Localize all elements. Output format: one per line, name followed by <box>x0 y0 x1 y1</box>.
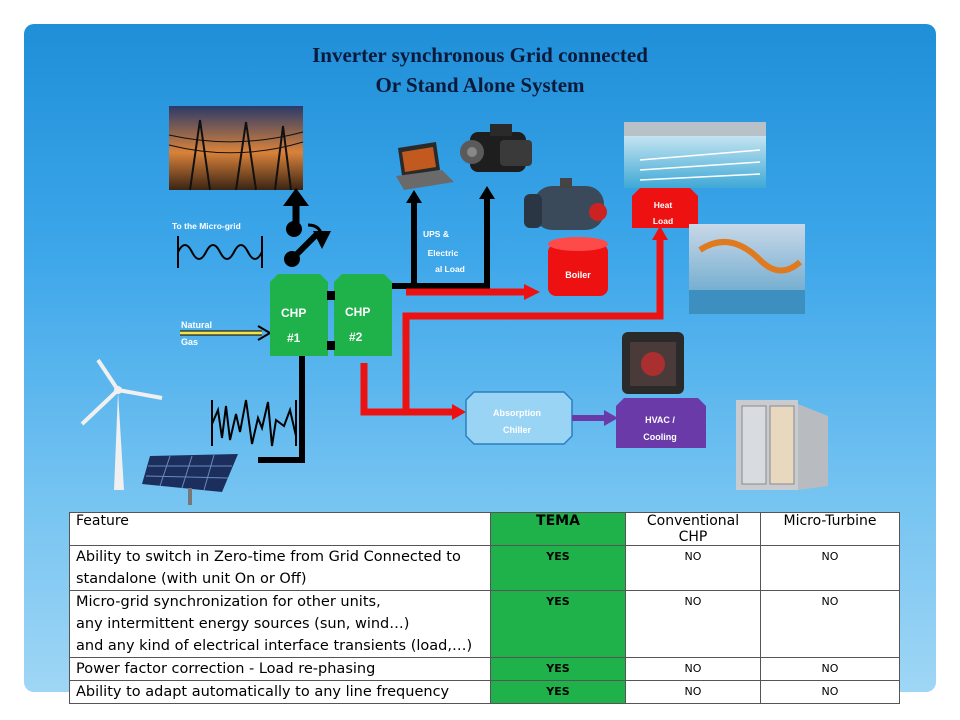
grid-switch-icon <box>283 188 331 267</box>
tema-value: YES <box>490 680 626 704</box>
header-micro-turbine: Micro-Turbine <box>760 512 900 546</box>
sine-wave-icon <box>177 236 263 268</box>
refrigerator-photo <box>736 400 828 490</box>
boiler-arrow-head <box>524 284 540 300</box>
heat-load-arrow-head <box>652 226 668 240</box>
feature-line: Ability to switch in Zero-time from Grid… <box>76 549 461 565</box>
header-tema: TEMA <box>490 512 626 546</box>
turbine-value: NO <box>760 680 900 704</box>
tema-value: YES <box>490 545 626 591</box>
table-row: Power factor correction - Load re-phasin… <box>69 657 900 681</box>
feature-line: standalone (with unit On or Off) <box>76 571 307 587</box>
heat-line <box>360 238 664 416</box>
feature-cell: Micro-grid synchronization for other uni… <box>69 590 491 658</box>
table-header-row: Feature TEMA Conventional CHP Micro-Turb… <box>69 512 900 546</box>
ups-arrow-head-1 <box>406 190 422 203</box>
intermittent-waveform-icon <box>211 399 297 447</box>
cooling-arrow-head <box>604 410 618 426</box>
feature-line: any intermittent energy sources (sun, wi… <box>76 616 410 632</box>
micro-grid-label: To the Micro-grid <box>172 221 241 231</box>
heat-load-box <box>632 188 698 228</box>
wind-turbine-icon <box>80 358 163 490</box>
chp-value: NO <box>625 657 761 681</box>
feature-cell: Ability to adapt automatically to any li… <box>69 680 491 704</box>
hvac-label-2: Cooling <box>643 432 677 442</box>
boiler-label: Boiler <box>565 270 591 280</box>
ups-label-3: al Load <box>435 264 465 274</box>
absorption-label-1: Absorption <box>493 408 541 418</box>
indoor-pool-photo <box>624 122 766 188</box>
chp-2-label-2: #2 <box>349 330 363 344</box>
chp-2-label-1: CHP <box>345 305 370 319</box>
water-park-photo <box>689 224 805 314</box>
turbine-value: NO <box>760 545 900 591</box>
table-row: Ability to adapt automatically to any li… <box>69 680 900 704</box>
turbine-value: NO <box>760 657 900 681</box>
power-lines-photo <box>168 106 304 191</box>
feature-cell: Power factor correction - Load re-phasin… <box>69 657 491 681</box>
chp-1-unit <box>270 274 328 356</box>
chp-1-label-1: CHP <box>281 306 306 320</box>
feature-line: Ability to adapt automatically to any li… <box>76 684 450 700</box>
natural-gas-label-2: Gas <box>181 337 198 347</box>
solar-panel-icon <box>142 454 238 505</box>
feature-line: Power factor correction - Load re-phasin… <box>76 661 376 677</box>
table-row: Ability to switch in Zero-time from Grid… <box>69 545 900 591</box>
comparison-table: Feature TEMA Conventional CHP Micro-Turb… <box>69 512 900 704</box>
power-line <box>258 196 490 463</box>
header-feature: Feature <box>69 512 491 546</box>
feature-line: Micro-grid synchronization for other uni… <box>76 594 381 610</box>
boiler-tank <box>548 237 608 296</box>
feature-line: and any kind of electrical interface tra… <box>76 638 473 654</box>
heat-load-label-2: Load <box>653 216 673 226</box>
chp-value: NO <box>625 680 761 704</box>
chp-value: NO <box>625 545 761 591</box>
motor-icon <box>460 124 532 172</box>
chp-link-top <box>327 291 335 300</box>
slide-title-line-1: Inverter synchronous Grid connected <box>312 43 648 67</box>
absorption-label-2: Chiller <box>503 425 532 435</box>
chiller-arrow-head <box>452 404 466 420</box>
chp-1-label-2: #1 <box>287 331 301 345</box>
chp-2-unit <box>334 274 392 356</box>
natural-gas-label-1: Natural <box>181 320 212 330</box>
ups-arrow-head-2 <box>479 186 495 199</box>
ups-label-1: UPS & <box>423 229 449 239</box>
header-conventional-chp: Conventional CHP <box>625 512 761 546</box>
table-row: Micro-grid synchronization for other uni… <box>69 590 900 658</box>
heat-load-label-1: Heat <box>654 200 673 210</box>
slide-title-line-2: Or Stand Alone System <box>375 73 585 97</box>
chp-value: NO <box>625 590 761 658</box>
system-diagram: To the Micro-grid Natural Gas CHP #1 CHP… <box>80 106 828 505</box>
natural-gas-arrow <box>180 325 272 341</box>
turbine-value: NO <box>760 590 900 658</box>
hvac-label-1: HVAC / <box>645 415 675 425</box>
hvac-unit-photo <box>622 332 684 394</box>
hvac-cooling-box <box>616 398 706 448</box>
tema-value: YES <box>490 657 626 681</box>
absorption-chiller-box <box>465 391 573 445</box>
tema-value: YES <box>490 590 626 658</box>
chp-link-bottom <box>327 341 335 350</box>
feature-cell: Ability to switch in Zero-time from Grid… <box>69 545 491 591</box>
laptop-icon <box>396 142 454 190</box>
ups-label-2: Electric <box>428 248 459 258</box>
boiler-photo <box>524 178 607 230</box>
